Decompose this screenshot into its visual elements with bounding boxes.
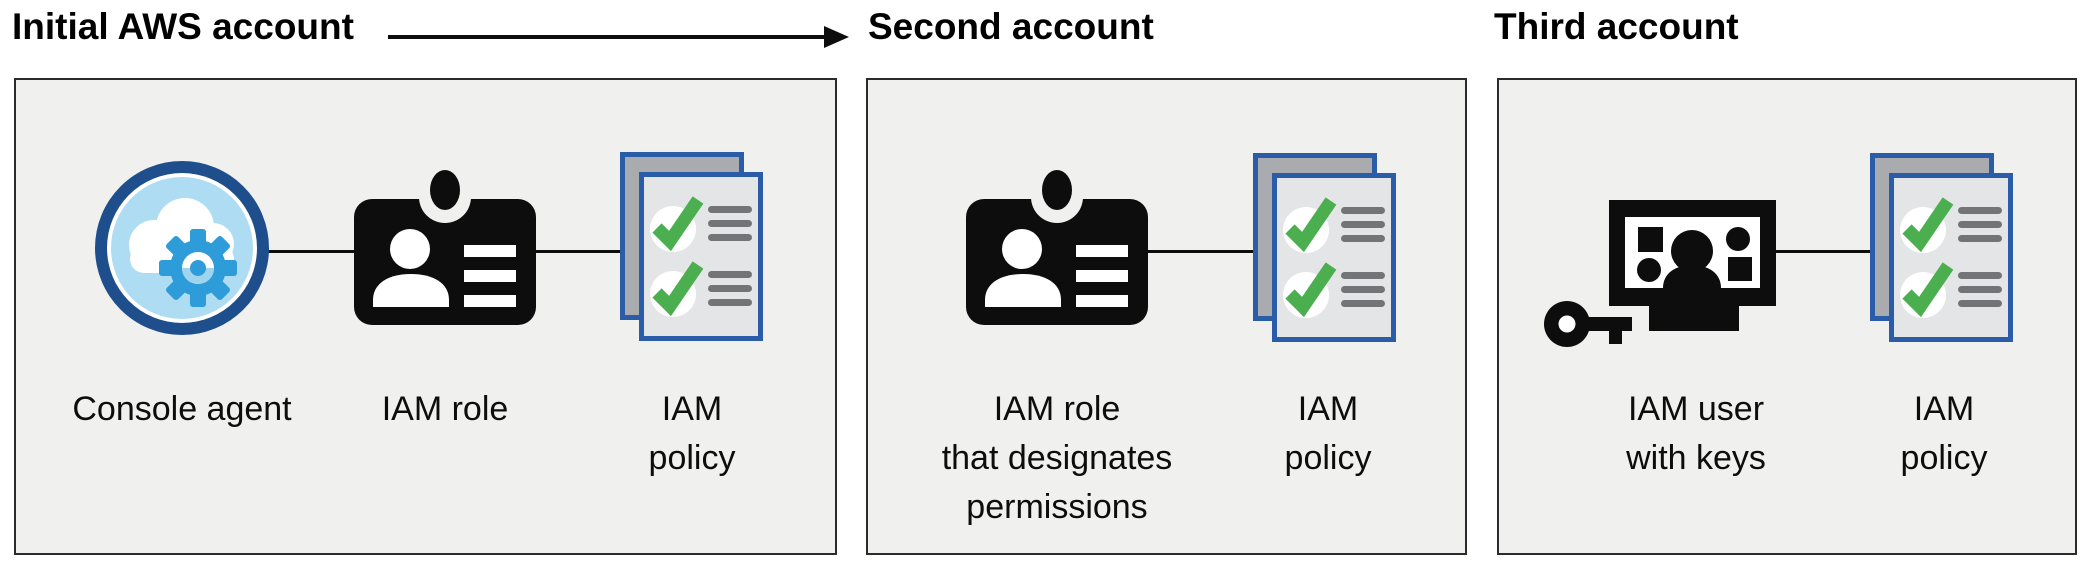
heading-third-account: Third account xyxy=(1494,6,1739,47)
iam-policy-label: IAM policy xyxy=(1284,390,1372,477)
iam-role-designates-permissions-label: IAM role that designates permissions xyxy=(941,390,1173,526)
iam-user-with-keys-label: IAM user with keys xyxy=(1626,390,1766,477)
heading-initial-aws-account: Initial AWS account xyxy=(12,6,354,47)
iam-policy-label: IAM policy xyxy=(1900,390,1988,477)
panel-second-account: IAM role that designates permissions IAM… xyxy=(866,78,1467,555)
console-agent-icon xyxy=(94,160,270,336)
iam-role-icon xyxy=(350,169,540,329)
heading-second-account: Second account xyxy=(868,6,1154,47)
connector-line-user-policy xyxy=(1775,250,1873,253)
flow-arrow-icon xyxy=(388,26,849,48)
panel-initial-aws-account: Console agent IAM role IAM policy xyxy=(14,78,837,555)
console-agent-label: Console agent xyxy=(72,390,292,428)
connector-line-role-policy xyxy=(1144,250,1256,253)
iam-policy-icon xyxy=(620,152,770,347)
iam-role-label: IAM role xyxy=(381,390,509,428)
iam-role-icon xyxy=(962,169,1152,329)
iam-policy-icon xyxy=(1870,153,2020,348)
iam-user-keys-icon xyxy=(1542,200,1778,350)
iam-policy-icon xyxy=(1253,153,1403,348)
panel-third-account: IAM user with keys IAM policy xyxy=(1497,78,2077,555)
iam-policy-label: IAM policy xyxy=(648,390,736,477)
